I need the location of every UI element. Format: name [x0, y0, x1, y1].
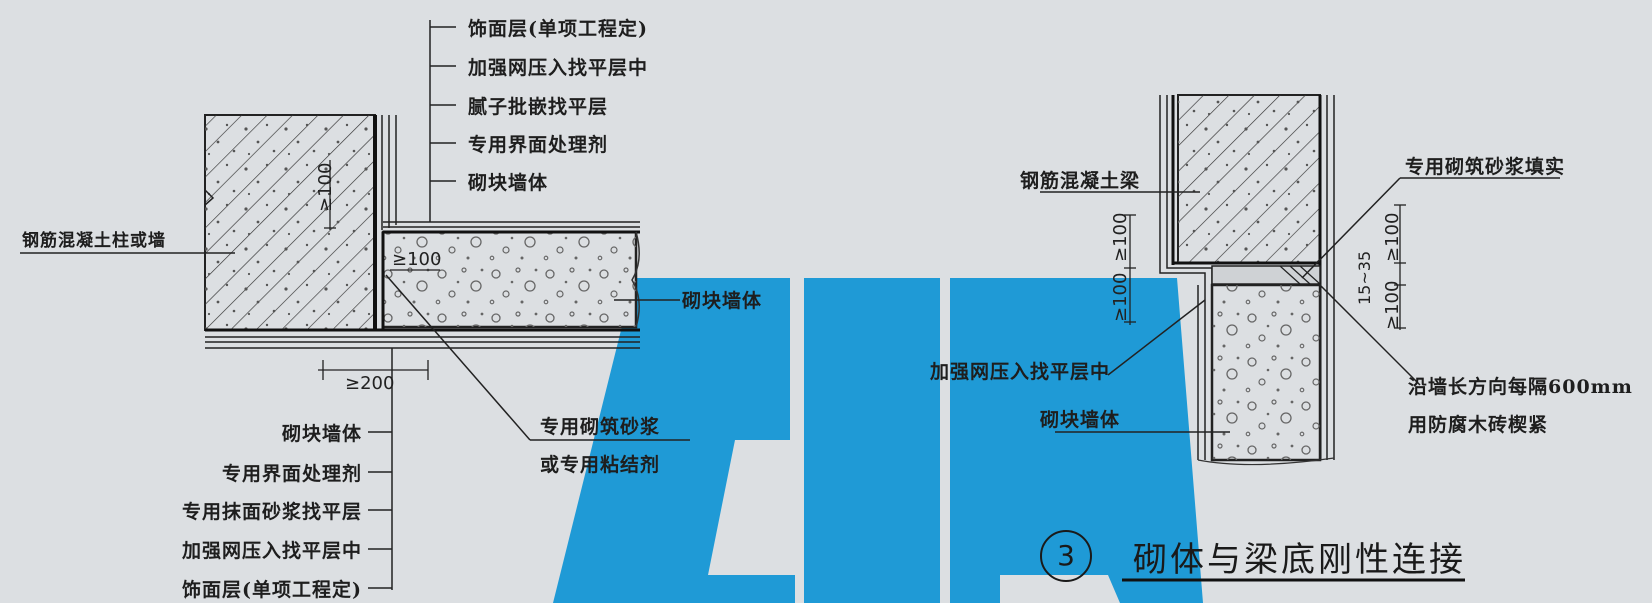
bottom-label-1: 砌块墙体	[281, 423, 362, 445]
block-label-right: 砌块墙体	[1040, 409, 1121, 431]
top-label-2: 加强网压入找平层中	[468, 57, 649, 79]
masonry-block	[381, 230, 638, 329]
watermark-logo	[553, 278, 1203, 603]
dim-right-1: ≥100	[1382, 212, 1403, 262]
beam-label: 钢筋混凝土梁	[1020, 170, 1141, 192]
bottom-label-2: 专用界面处理剂	[221, 463, 362, 485]
concrete-beam	[1177, 94, 1321, 264]
top-label-3: 腻子批嵌找平层	[468, 96, 609, 118]
wedge-label-2: 用防腐木砖楔紧	[1408, 414, 1549, 436]
dim-overlap: ≥100	[315, 162, 336, 212]
bottom-label-4: 加强网压入找平层中	[181, 540, 362, 562]
top-label-4: 专用界面处理剂	[468, 134, 609, 156]
bottom-label-5: 饰面层(单项工程定)	[182, 579, 362, 601]
dim-bottom: ≥200	[345, 373, 395, 394]
detail-number-circle: 3	[1040, 530, 1092, 582]
column-label: 钢筋混凝土柱或墙	[22, 231, 166, 251]
mortar-label-2: 或专用粘结剂	[540, 454, 661, 476]
detail-title: 砌体与梁底刚性连接	[1133, 540, 1466, 580]
dim-inner: ≥100	[392, 249, 442, 270]
dim-right-3: ≥100	[1382, 280, 1403, 330]
wedge-label-1: 沿墙长方向每隔600mm	[1408, 376, 1633, 398]
fill-label: 专用砌筑砂浆填实	[1405, 156, 1566, 178]
mesh-label: 加强网压入找平层中	[930, 361, 1111, 383]
mortar-label-1: 专用砌筑砂浆	[540, 416, 661, 438]
dim-left-lower: ≥100	[1110, 272, 1131, 322]
block-label-left: 砌块墙体	[682, 290, 763, 312]
dim-right-2: 15~35	[1355, 250, 1374, 305]
top-label-5: 砌块墙体	[468, 172, 549, 194]
masonry-block-right	[1210, 283, 1322, 462]
top-label-1: 饰面层(单项工程定)	[468, 18, 648, 40]
concrete-column	[204, 114, 376, 331]
bottom-label-3: 专用抹面砂浆找平层	[181, 501, 362, 523]
dim-left-upper: ≥100	[1110, 212, 1131, 262]
